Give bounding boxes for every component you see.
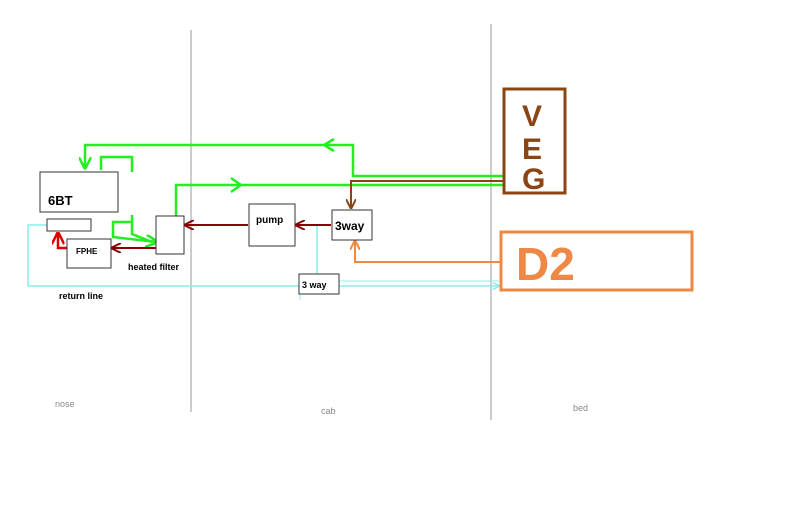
veg-feed-line (174, 183, 513, 216)
veg-tank-box (502, 87, 567, 195)
return-three-way-label: 3 way (302, 280, 327, 290)
three-way-valve-label: 3way (335, 219, 365, 233)
fphe-to-engine-line (58, 233, 67, 250)
zone-label-cab: cab (321, 406, 336, 416)
fphe-label: FPHE (76, 247, 98, 256)
d2-to-three-way-line (355, 241, 501, 263)
pump-label: pump (256, 215, 283, 226)
veg-engine-loop (99, 155, 134, 172)
return-three-way-box (298, 273, 340, 295)
engine-label: 6BT (48, 193, 73, 208)
veg-letter-g: G (522, 163, 545, 196)
engine-box (39, 171, 119, 213)
heated-filter-box (155, 215, 185, 255)
fphe-box (66, 238, 112, 269)
veg-letter-v: V (522, 100, 542, 133)
return-line-label: return line (59, 291, 103, 301)
veg-letter-e: E (522, 133, 542, 166)
d2-label: D2 (516, 238, 575, 290)
d2-tank-box (499, 230, 694, 292)
return-line-path (27, 224, 300, 287)
zone-label-nose: nose (55, 399, 75, 409)
heated-filter-label: heated filter (128, 262, 180, 272)
veg-return-arrow-head (321, 137, 335, 153)
veg-return-line (85, 143, 513, 178)
veg-filter-cross (111, 220, 157, 242)
veg-filter-supply (130, 215, 153, 244)
veg-to-three-way-line (351, 180, 513, 208)
pump-box (248, 203, 296, 247)
three-way-valve-box (331, 209, 373, 241)
engine-rail (46, 218, 92, 232)
zone-label-bed: bed (573, 403, 588, 413)
veg-feed-arrow-head (230, 176, 244, 194)
